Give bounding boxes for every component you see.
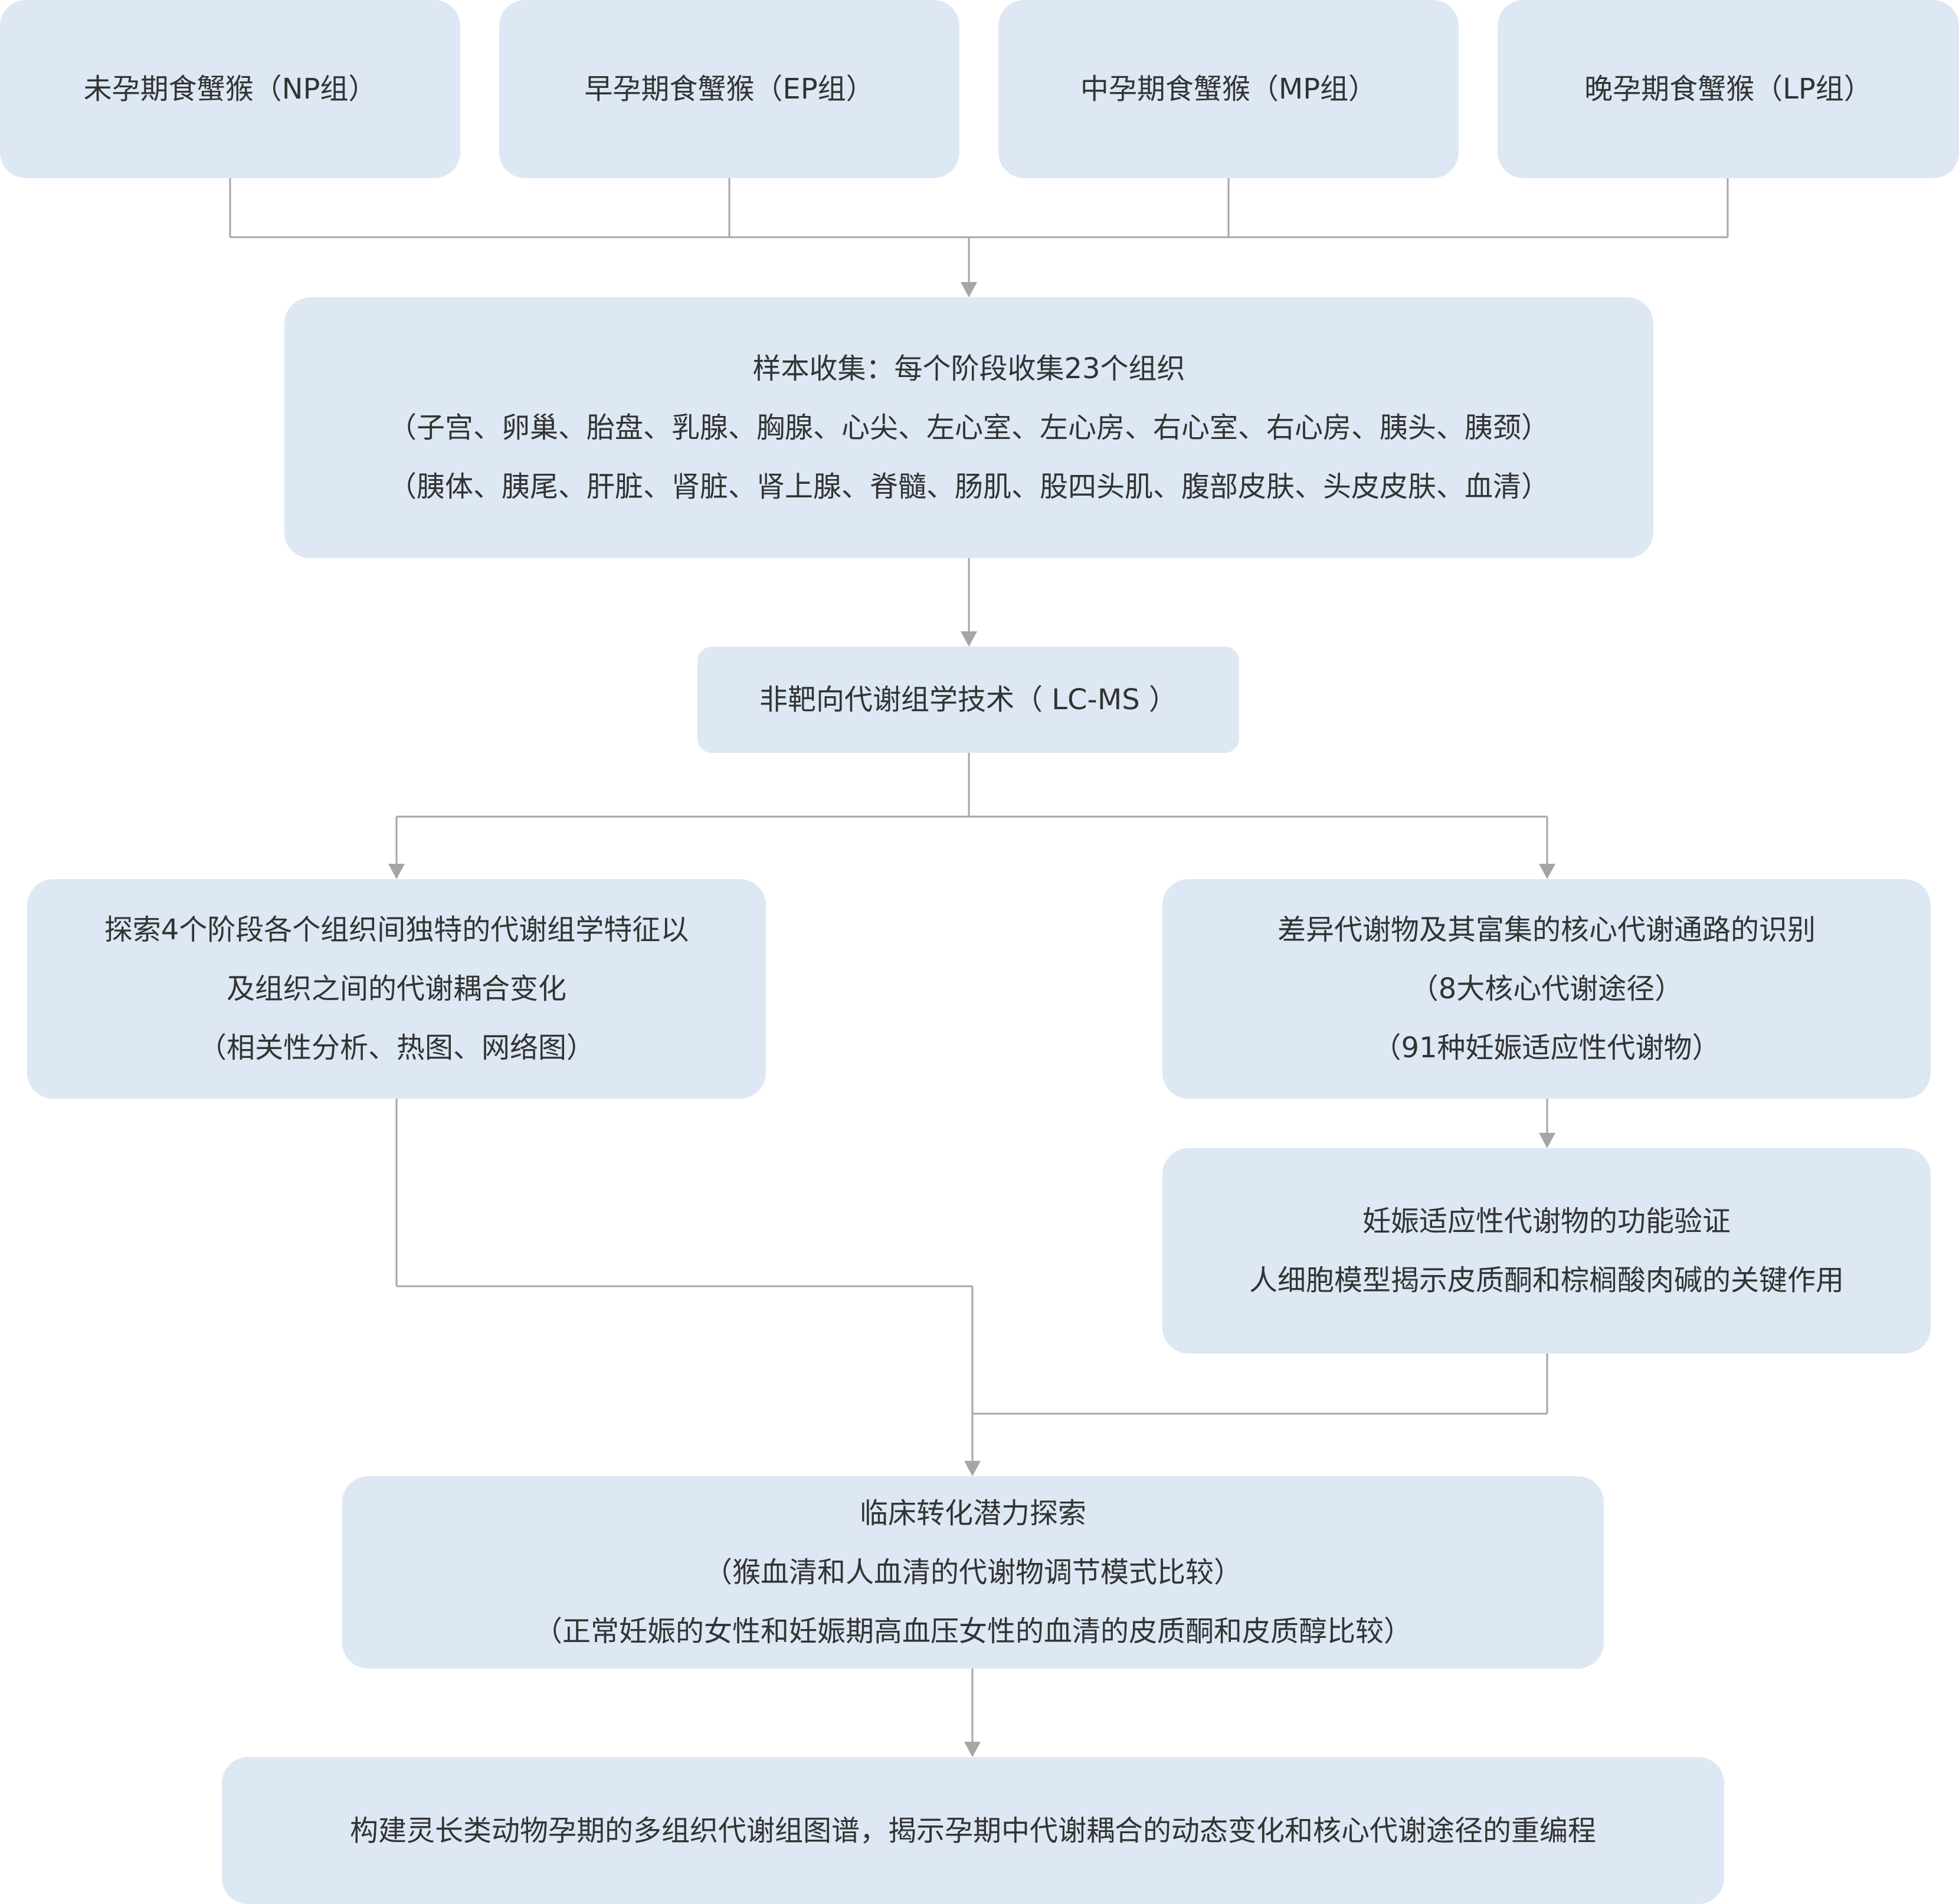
validation-line-2: 人细胞模型揭示皮质酮和棕榈酸肉碱的关键作用 xyxy=(1249,1264,1844,1297)
clinical-translation-box: 临床转化潜力探索 （猴血清和人血清的代谢物调节模式比较） （正常妊娠的女性和妊娠… xyxy=(342,1476,1604,1669)
group-ep-box: 早孕期食蟹猴（EP组） xyxy=(499,0,959,178)
arrowhead-to-sample xyxy=(961,282,977,297)
explore-features-box: 探索4个阶段各个组织间独特的代谢组学特征以 及组织之间的代谢耦合变化 （相关性分… xyxy=(27,879,766,1099)
sample-tissues-line-1: （子宫、卵巢、胎盘、乳腺、胸腺、心尖、左心室、左心房、右心室、右心房、胰头、胰颈… xyxy=(388,411,1549,444)
arrowhead-to-conclusion xyxy=(964,1742,981,1757)
validation-line-1: 妊娠适应性代谢物的功能验证 xyxy=(1362,1205,1731,1238)
technique-label: 非靶向代谢组学技术（ LC-MS ） xyxy=(759,683,1177,716)
functional-validation-box: 妊娠适应性代谢物的功能验证 人细胞模型揭示皮质酮和棕榈酸肉碱的关键作用 xyxy=(1162,1148,1931,1354)
sample-tissues-line-2: （胰体、胰尾、肝脏、肾脏、肾上腺、脊髓、肠肌、股四头肌、腹部皮肤、头皮皮肤、血清… xyxy=(388,470,1549,503)
sample-collection-title: 样本收集：每个阶段收集23个组织 xyxy=(752,352,1185,385)
clinical-line-2: （猴血清和人血清的代谢物调节模式比较） xyxy=(703,1556,1242,1589)
explore-features-line-3: （相关性分析、热图、网络图） xyxy=(198,1031,595,1064)
differential-line-3: （91种妊娠适应性代谢物） xyxy=(1372,1031,1721,1064)
arrowhead-to-explore xyxy=(388,864,405,879)
differential-line-1: 差异代谢物及其富集的核心代谢通路的识别 xyxy=(1277,913,1816,946)
arrowhead-to-validation xyxy=(1539,1133,1555,1148)
differential-metabolites-box: 差异代谢物及其富集的核心代谢通路的识别 （8大核心代谢途径） （91种妊娠适应性… xyxy=(1162,879,1931,1099)
group-np-label: 未孕期食蟹猴（NP组） xyxy=(83,73,377,106)
group-ep-label: 早孕期食蟹猴（EP组） xyxy=(584,73,874,106)
group-lp-label: 晚孕期食蟹猴（LP组） xyxy=(1584,73,1872,106)
group-mp-box: 中孕期食蟹猴（MP组） xyxy=(998,0,1459,178)
conclusion-box: 构建灵长类动物孕期的多组织代谢组图谱，揭示孕期中代谢耦合的动态变化和核心代谢途径… xyxy=(222,1757,1724,1904)
group-np-box: 未孕期食蟹猴（NP组） xyxy=(0,0,460,178)
arrowhead-to-clinical xyxy=(964,1461,981,1476)
explore-features-line-1: 探索4个阶段各个组织间独特的代谢组学特征以 xyxy=(104,913,689,946)
sample-collection-box: 样本收集：每个阶段收集23个组织 （子宫、卵巢、胎盘、乳腺、胸腺、心尖、左心室、… xyxy=(284,297,1653,558)
clinical-line-3: （正常妊娠的女性和妊娠期高血压女性的血清的皮质酮和皮质醇比较） xyxy=(533,1615,1412,1648)
group-mp-label: 中孕期食蟹猴（MP组） xyxy=(1080,73,1377,106)
group-lp-box: 晚孕期食蟹猴（LP组） xyxy=(1498,0,1959,178)
conclusion-label: 构建灵长类动物孕期的多组织代谢组图谱，揭示孕期中代谢耦合的动态变化和核心代谢途径… xyxy=(349,1814,1596,1847)
arrowhead-to-differential xyxy=(1539,864,1555,879)
technique-box: 非靶向代谢组学技术（ LC-MS ） xyxy=(697,647,1239,753)
explore-features-line-2: 及组织之间的代谢耦合变化 xyxy=(226,972,566,1005)
clinical-line-1: 临床转化潜力探索 xyxy=(859,1497,1086,1530)
arrowhead-to-tech xyxy=(961,631,977,647)
differential-line-2: （8大核心代谢途径） xyxy=(1410,972,1683,1005)
